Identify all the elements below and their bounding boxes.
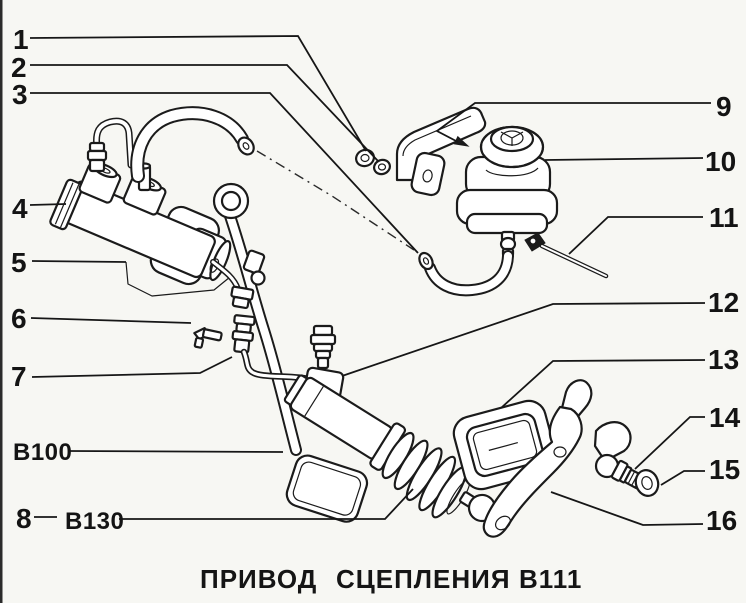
reservoir-cap [479, 125, 545, 169]
callout-label-11: 11 [709, 202, 739, 233]
pedal-pad [285, 454, 369, 523]
callout-label-9: 9 [716, 91, 732, 122]
callout-label-B100: B100 [13, 439, 72, 466]
hose-washers [355, 148, 391, 176]
leader-line-9 [435, 102, 711, 143]
retaining-pin [524, 232, 609, 279]
callout-label-13: 13 [708, 344, 739, 375]
pipe-clip [193, 327, 223, 349]
leader-line-13 [500, 359, 706, 409]
leader-line-B130 [119, 488, 414, 520]
leader-line-10 [544, 157, 704, 161]
fluid-reservoir [418, 125, 559, 297]
callout-label-1: 1 [13, 24, 29, 55]
leader-line-11 [568, 216, 703, 255]
callout-label-15: 15 [709, 454, 740, 485]
leader-line-1 [29, 35, 367, 152]
leader-line-14 [634, 416, 705, 470]
leader-line-3 [30, 92, 419, 254]
leader-line-2 [30, 64, 379, 162]
leader-line-12 [341, 302, 706, 377]
clutch-master-cylinder [49, 162, 232, 286]
supply-pipe-fitting [86, 117, 135, 173]
callout-label-7: 7 [11, 361, 27, 392]
flexible-hose [231, 314, 320, 385]
leader-line-4 [29, 203, 67, 206]
clutch-fork [482, 379, 632, 538]
callout-label-4: 4 [12, 193, 28, 224]
cylinder-support-bracket [125, 261, 231, 297]
leader-line-16 [550, 491, 704, 526]
pressure-pipe [210, 259, 255, 310]
callout-label-10: 10 [705, 146, 736, 177]
callout-label-5: 5 [11, 247, 27, 278]
callout-label-2: 2 [11, 52, 27, 83]
slave-cylinder [283, 374, 497, 523]
caption-word-1: ПРИВОД [200, 564, 317, 594]
caption-word-2: СЦЕПЛЕНИЯ [336, 564, 511, 594]
reservoir-hose [418, 250, 514, 297]
leader-line-6 [30, 317, 192, 324]
reservoir-bracket [395, 106, 487, 197]
stud-washer [634, 469, 660, 497]
callout-label-12: 12 [708, 287, 739, 318]
callout-label-8: 8 [16, 503, 32, 534]
leader-line-5 [31, 260, 127, 263]
assembly-projection-line [256, 150, 415, 251]
master-supply-hose [130, 106, 255, 183]
callout-label-3: 3 [12, 79, 28, 110]
leader-line-7 [31, 356, 233, 378]
caption: ПРИВОД СЦЕПЛЕНИЯ B111 [200, 564, 582, 594]
callout-label-14: 14 [709, 402, 741, 433]
clutch-pedal [212, 182, 369, 523]
callout-label-16: 16 [706, 505, 737, 536]
scan-edge [0, 0, 3, 603]
slave-boot [381, 431, 471, 519]
callout-label-B130: B130 [65, 508, 124, 535]
leader-line-15 [660, 470, 705, 486]
callout-label-6: 6 [11, 303, 27, 334]
caption-code: B111 [519, 564, 582, 594]
leader-line-B100 [67, 450, 284, 453]
